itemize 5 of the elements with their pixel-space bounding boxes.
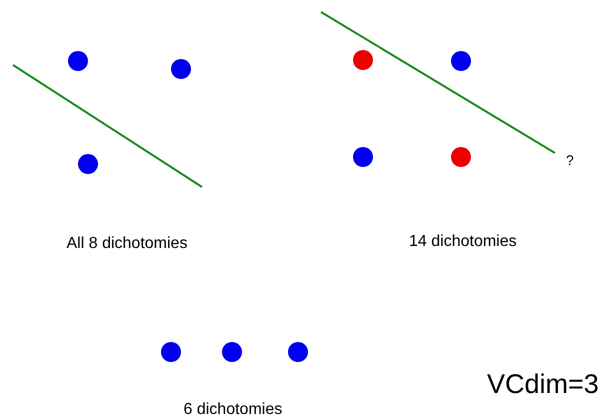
caption-text: All 8 dichotomies [66,235,188,253]
question-mark: ? [566,152,574,168]
vc-dimension-label: VCdim=3 [487,370,599,400]
caption-text: 14 dichotomies [409,233,517,251]
caption-text: 6 dichotomies [184,401,282,419]
